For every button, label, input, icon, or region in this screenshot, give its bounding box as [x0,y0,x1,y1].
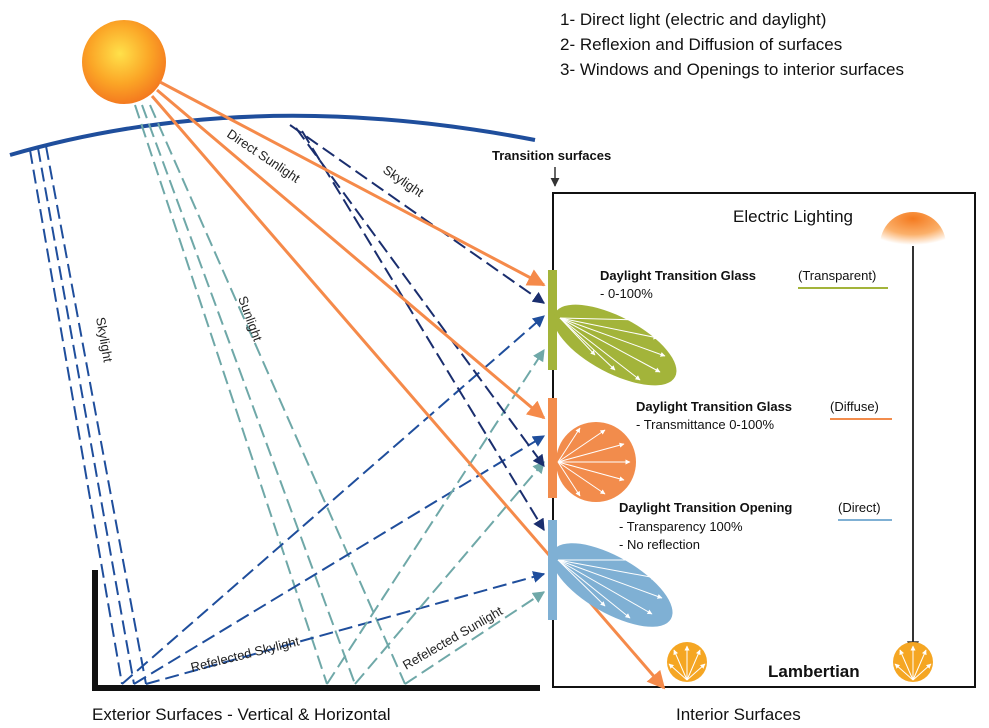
panel-diffuse-text: Daylight Transition Glass (Diffuse) - Tr… [636,399,892,432]
diffuse-glass-panel [548,398,557,498]
interior-surfaces-label: Interior Surfaces [676,705,801,724]
panel-transparent-title: Daylight Transition Glass [600,268,756,283]
skylight-rays-left [29,145,147,685]
transparent-glass-panel [548,270,557,370]
sun-icon [82,20,166,104]
transparent-distribution-lobe [553,304,677,386]
electric-lighting-label: Electric Lighting [733,207,853,226]
panel-transparent-detail-1: - 0-100% [600,286,653,301]
panel-diffuse-title: Daylight Transition Glass [636,399,792,414]
opening-panel [548,520,557,620]
exterior-surfaces-label: Exterior Surfaces - Vertical & Horizonta… [92,705,391,724]
panel-opening-detail-2: - No reflection [619,537,700,552]
sky-dome [9,113,536,157]
skylight-rays-top [289,124,545,532]
legend: 1- Direct light (electric and daylight) … [560,10,904,79]
reflected-skylight-rays [121,315,546,685]
sunlight-label: Sunlight [235,294,265,344]
sunlight-rays [134,104,406,685]
transition-surfaces-label: Transition surfaces [492,148,611,163]
skylight-left-label: Skylight [93,316,116,364]
panel-opening-type: (Direct) [838,500,881,515]
panel-transparent-text: Daylight Transition Glass (Transparent) … [600,268,888,301]
electric-lamp-icon [880,212,946,245]
panel-transparent-type: (Transparent) [798,268,876,283]
opening-distribution-lobe [551,543,673,627]
panel-opening-text: Daylight Transition Opening (Direct) - T… [619,500,892,552]
panel-opening-detail-1: - Transparency 100% [619,519,743,534]
lambertian-circle-right [893,642,933,682]
exterior-surfaces [92,570,540,691]
diffuse-distribution-lobe [556,422,636,502]
legend-item-2: 2- Reflexion and Diffusion of surfaces [560,35,842,54]
lambertian-label: Lambertian [768,662,860,681]
legend-item-3: 3- Windows and Openings to interior surf… [560,60,904,79]
panel-diffuse-detail-1: - Transmittance 0-100% [636,417,774,432]
panel-opening-title: Daylight Transition Opening [619,500,792,515]
lambertian-circle-left [667,642,707,682]
reflected-sunlight-rays [326,348,546,685]
legend-item-1: 1- Direct light (electric and daylight) [560,10,826,29]
panel-diffuse-type: (Diffuse) [830,399,879,414]
skylight-top-label: Skylight [380,162,426,200]
